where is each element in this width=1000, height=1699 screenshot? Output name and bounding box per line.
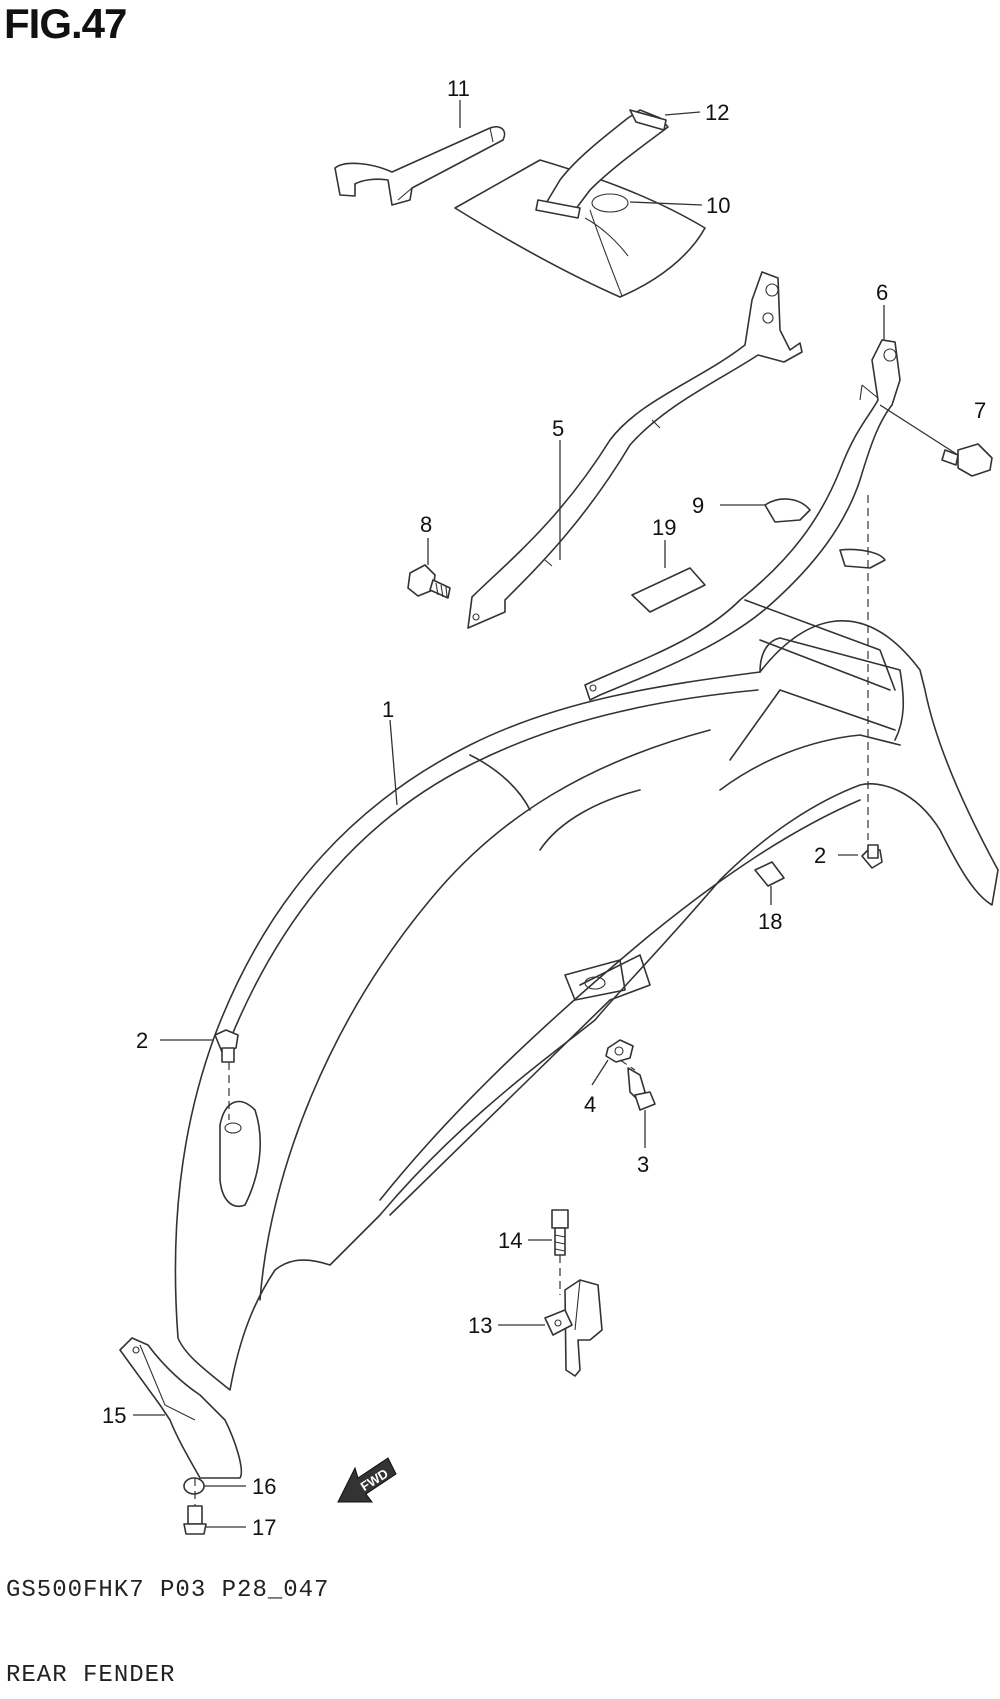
callout-16: 16 <box>252 1474 276 1499</box>
section-name: REAR FENDER <box>6 1662 176 1689</box>
callout-14: 14 <box>498 1228 522 1253</box>
part-2-bolt-upper[interactable] <box>861 844 883 869</box>
part-5-rear-bracket-left[interactable] <box>467 271 803 629</box>
part-1-rear-fender[interactable] <box>174 599 999 1391</box>
callout-18: 18 <box>758 909 782 934</box>
part-4-nut[interactable] <box>605 1039 634 1063</box>
callout-11: 11 <box>447 76 470 101</box>
part-17-screw[interactable] <box>183 1505 207 1535</box>
forward-arrow-icon: FWD <box>337 1457 397 1503</box>
callout-13: 13 <box>468 1313 492 1338</box>
leader-lines <box>133 100 959 1528</box>
part-7-bolt[interactable] <box>941 443 993 477</box>
part-14-bolt[interactable] <box>551 1209 569 1256</box>
callout-2-lower: 2 <box>136 1028 148 1053</box>
callout-15: 15 <box>102 1403 126 1428</box>
part-3-bolt[interactable] <box>627 1067 656 1111</box>
part-16-washer[interactable] <box>183 1477 205 1495</box>
part-6-rear-bracket-right[interactable] <box>584 339 901 701</box>
callout-2-upper: 2 <box>814 843 826 868</box>
part-13-bracket[interactable] <box>544 1279 603 1377</box>
part-11-tool-wrench[interactable] <box>334 125 506 206</box>
callout-4: 4 <box>584 1092 596 1117</box>
callout-9: 9 <box>692 493 704 518</box>
callout-19: 19 <box>652 515 676 540</box>
callout-12: 12 <box>705 100 729 125</box>
part-9-plate[interactable] <box>764 498 886 569</box>
callout-1: 1 <box>382 697 394 722</box>
callout-labels: 1 2 2 3 4 5 6 7 8 9 10 11 12 13 14 15 16… <box>102 76 986 1540</box>
callout-7: 7 <box>974 398 986 423</box>
part-12-strap[interactable] <box>535 109 669 219</box>
callout-10: 10 <box>706 193 730 218</box>
part-8-bolt[interactable] <box>407 564 451 599</box>
part-2-bolt-lower[interactable] <box>214 1029 239 1063</box>
callout-17: 17 <box>252 1515 276 1540</box>
part-10-tool-bag[interactable] <box>454 159 706 298</box>
model-code: GS500FHK7 P03 P28_047 <box>6 1577 330 1604</box>
figure-title: FIG.47 <box>4 0 127 47</box>
part-15-reflector-bracket[interactable] <box>119 1337 243 1479</box>
part-18-pad[interactable] <box>754 861 785 887</box>
callout-6: 6 <box>876 280 888 305</box>
callout-3: 3 <box>637 1152 649 1177</box>
part-19-label[interactable] <box>631 567 706 613</box>
callout-5: 5 <box>552 416 564 441</box>
callout-8: 8 <box>420 512 432 537</box>
alignment-lines <box>194 495 869 1506</box>
